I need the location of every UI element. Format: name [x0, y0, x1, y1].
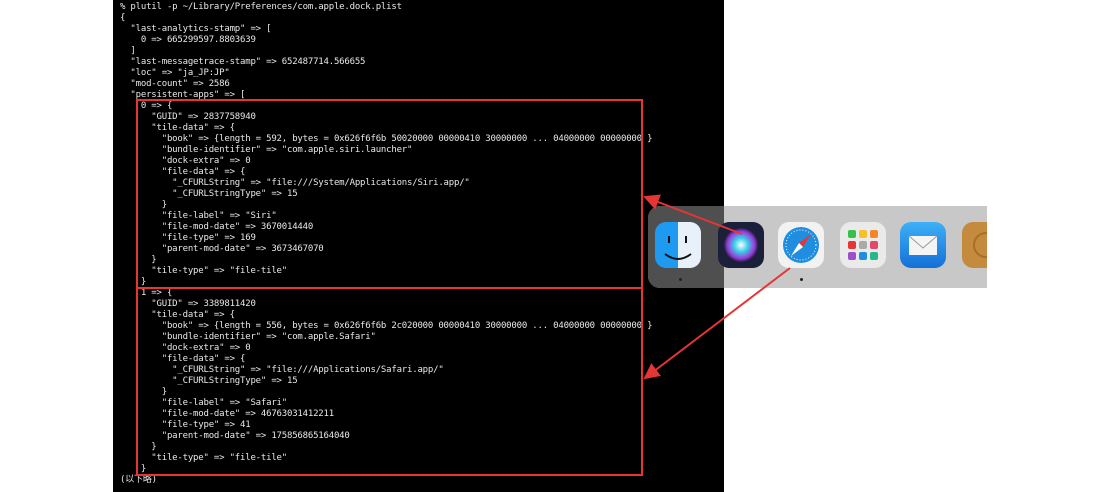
mail-icon[interactable]	[900, 222, 946, 268]
terminal-output-line: "_CFURLString" => "file:///Applications/…	[120, 365, 444, 375]
launchpad-icon[interactable]	[840, 222, 886, 268]
highlight-box-safari-entry	[136, 287, 643, 476]
terminal-output-line: "parent-mod-date" => 3673467070	[120, 244, 324, 254]
terminal-output-line: "GUID" => 3389811420	[120, 299, 256, 309]
terminal-output-line: {	[120, 13, 126, 23]
terminal-command: % plutil -p ~/Library/Preferences/com.ap…	[120, 2, 402, 12]
terminal-output-line: 0 => {	[120, 101, 173, 111]
terminal-output-line: "last-messagetrace-stamp" => 652487714.5…	[120, 57, 366, 67]
running-indicator-safari	[800, 278, 803, 281]
terminal-output-line: 1 => {	[120, 288, 173, 298]
terminal-output-line: "bundle-identifier" => "com.apple.siri.l…	[120, 145, 413, 155]
terminal-output-line: "loc" => "ja_JP:JP"	[120, 68, 230, 78]
terminal-output-line: }	[120, 255, 157, 265]
terminal-output-line: "_CFURLStringType" => 15	[120, 376, 298, 386]
terminal-output-line: "tile-data" => {	[120, 123, 235, 133]
terminal-output-line: "file-type" => 169	[120, 233, 256, 243]
terminal-output-line: "file-label" => "Siri"	[120, 211, 277, 221]
terminal-output-line: }	[120, 277, 147, 287]
terminal-output-line: }	[120, 200, 167, 210]
terminal-output-line: "dock-extra" => 0	[120, 343, 251, 353]
terminal-output-line: "bundle-identifier" => "com.apple.Safari…	[120, 332, 376, 342]
safari-icon[interactable]	[778, 222, 824, 268]
terminal-output-line: "persistent-apps" => [	[120, 90, 246, 100]
terminal-output-line: "last-analytics-stamp" => [	[120, 24, 272, 34]
arrow-safari	[643, 267, 791, 380]
terminal-output-line: 0 => 665299597.8803639	[120, 35, 256, 45]
contacts-icon[interactable]	[962, 222, 987, 268]
terminal-output-line: }	[120, 387, 167, 397]
terminal-output-line: "file-label" => "Safari"	[120, 398, 287, 408]
terminal-output-line: (以下略)	[120, 475, 157, 485]
terminal-output-line: "_CFURLString" => "file:///System/Applic…	[120, 178, 470, 188]
terminal-output-line: "_CFURLStringType" => 15	[120, 189, 298, 199]
arrow-siri	[643, 194, 743, 235]
terminal-output-line: "mod-count" => 2586	[120, 79, 230, 89]
terminal-output-line: "file-data" => {	[120, 354, 246, 364]
terminal-output-line: }	[120, 442, 157, 452]
terminal-output-line: }	[120, 464, 147, 474]
siri-icon[interactable]	[718, 222, 764, 268]
terminal-output-line: "file-type" => 41	[120, 420, 251, 430]
terminal-output-line: "file-mod-date" => 46763031412211	[120, 409, 334, 419]
terminal-output-line: "parent-mod-date" => 175856865164040	[120, 431, 350, 441]
terminal-output-line: "GUID" => 2837758940	[120, 112, 256, 122]
terminal-output-line: "tile-type" => "file-tile"	[120, 453, 287, 463]
terminal-output-line: "tile-data" => {	[120, 310, 235, 320]
running-indicator-finder	[679, 278, 682, 281]
terminal-output-line: "dock-extra" => 0	[120, 156, 251, 166]
terminal-output-line: ]	[120, 46, 136, 56]
terminal-output-line: "book" => {length = 556, bytes = 0x626f6…	[120, 321, 653, 331]
finder-icon[interactable]	[655, 222, 701, 268]
terminal-output-line: "file-data" => {	[120, 167, 246, 177]
terminal-output-line: "book" => {length = 592, bytes = 0x626f6…	[120, 134, 653, 144]
terminal-output-line: "file-mod-date" => 3670014440	[120, 222, 314, 232]
terminal-window: % plutil -p ~/Library/Preferences/com.ap…	[113, 0, 724, 492]
terminal-output-line: "tile-type" => "file-tile"	[120, 266, 287, 276]
